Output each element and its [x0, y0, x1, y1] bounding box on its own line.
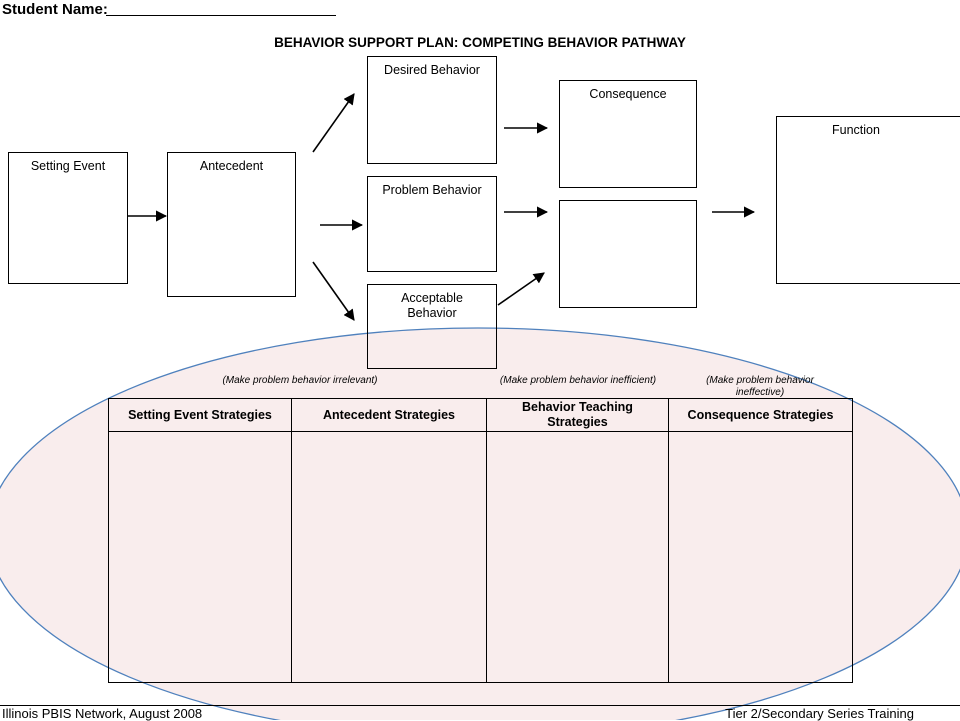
strategies-table: Setting Event Strategies Antecedent Stra…: [108, 398, 853, 683]
desired-behavior-label: Desired Behavior: [384, 63, 480, 77]
student-name-label: Student Name:: [2, 1, 108, 18]
arrow-antecedent-to-acceptable: [312, 261, 355, 321]
problem-behavior-box[interactable]: Problem Behavior: [367, 176, 497, 272]
problem-behavior-label: Problem Behavior: [382, 183, 482, 197]
footer-left: Illinois PBIS Network, August 2008: [2, 706, 203, 721]
student-name-field[interactable]: [106, 15, 336, 16]
consequence-label: Consequence: [589, 87, 667, 101]
setting-event-box[interactable]: Setting Event: [8, 152, 128, 284]
antecedent-strategies-cell[interactable]: [291, 431, 487, 683]
hint-ineffective-line1: (Make problem behavior: [706, 375, 814, 386]
acceptable-behavior-box[interactable]: Acceptable Behavior: [367, 284, 497, 369]
function-box[interactable]: Function: [776, 116, 960, 284]
consequence-strategies-cell[interactable]: [668, 431, 853, 683]
hint-ineffective-line2: ineffective): [735, 387, 785, 398]
hint-irrelevant: (Make problem behavior irrelevant): [222, 375, 378, 386]
column-header-antecedent-strategies: Antecedent Strategies: [291, 398, 487, 432]
antecedent-box[interactable]: Antecedent: [167, 152, 296, 297]
desired-behavior-box[interactable]: Desired Behavior: [367, 56, 497, 164]
consequence-box[interactable]: Consequence: [559, 80, 697, 188]
footer-right: Tier 2/Secondary Series Training: [725, 706, 914, 721]
function-label: Function: [832, 123, 880, 137]
hint-ineffective: (Make problem behavior ineffective): [690, 375, 830, 399]
setting-event-label: Setting Event: [30, 159, 106, 173]
arrow-antecedent-to-desired: [312, 93, 355, 153]
plan-title: BEHAVIOR SUPPORT PLAN: COMPETING BEHAVIO…: [274, 35, 686, 50]
table-row: [108, 431, 853, 683]
column-header-setting-event-strategies: Setting Event Strategies: [108, 398, 292, 432]
hint-inefficient: (Make problem behavior inefficient): [499, 375, 657, 386]
antecedent-label: Antecedent: [199, 159, 264, 173]
problem-consequence-box[interactable]: [559, 200, 697, 308]
column-header-consequence-strategies: Consequence Strategies: [668, 398, 853, 432]
arrow-acceptable-to-consequence: [497, 272, 545, 306]
column-header-behavior-teaching-strategies: Behavior Teaching Strategies: [486, 398, 669, 432]
acceptable-behavior-label: Acceptable Behavior: [401, 291, 463, 320]
table-header-row: Setting Event Strategies Antecedent Stra…: [108, 398, 853, 432]
setting-event-strategies-cell[interactable]: [108, 431, 292, 683]
behavior-teaching-strategies-cell[interactable]: [486, 431, 669, 683]
footer-divider: [0, 705, 960, 706]
